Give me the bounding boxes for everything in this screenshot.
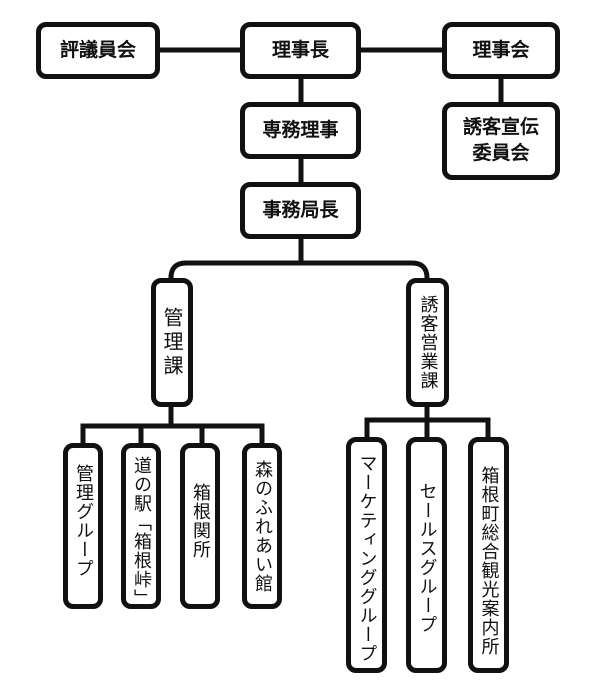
secretary-general-box: 事務局長 <box>240 182 361 239</box>
group-label: マーケティンググループ <box>356 454 378 663</box>
group-box: 箱根関所 <box>180 443 220 609</box>
division-eigyo-box: 誘客営業課 <box>406 278 449 407</box>
executive-director-box: 専務理事 <box>240 102 361 159</box>
committee-box: 誘客宣伝 委員会 <box>442 102 560 180</box>
division-kanri-label: 管理課 <box>160 306 184 379</box>
group-box: 管理グループ <box>63 443 103 609</box>
group-box: 道の駅「箱根峠」 <box>121 443 161 609</box>
connector-secretary-divisions <box>168 238 430 281</box>
committee-label: 誘客宣伝 委員会 <box>462 116 539 164</box>
executive-director-label: 専務理事 <box>262 118 339 141</box>
council-label: 評議員会 <box>59 38 136 61</box>
group-box: セールスグループ <box>406 437 447 673</box>
division-kanri-box: 管理課 <box>151 278 193 407</box>
group-box: マーケティンググループ <box>346 437 387 673</box>
group-label: 森のふれあい館 <box>252 460 273 593</box>
board-box: 理事会 <box>442 22 560 79</box>
group-box: 森のふれあい館 <box>242 443 282 609</box>
chairman-label: 理事長 <box>271 38 329 61</box>
council-box: 評議員会 <box>36 22 160 79</box>
group-label: 道の駅「箱根峠」 <box>131 456 152 608</box>
board-label: 理事会 <box>472 38 530 61</box>
group-label: 箱根関所 <box>190 483 211 559</box>
group-label: セールスグループ <box>416 482 438 634</box>
secretary-general-label: 事務局長 <box>262 198 339 221</box>
chairman-box: 理事長 <box>240 22 361 79</box>
connector-eigyo-groups <box>364 404 491 440</box>
group-box: 箱根町総合観光案内所 <box>468 437 509 673</box>
division-eigyo-label: 誘客営業課 <box>417 295 439 390</box>
group-label: 管理グループ <box>73 464 94 578</box>
connector-kanri-groups <box>80 404 265 446</box>
group-label: 箱根町総合観光案内所 <box>478 466 500 656</box>
